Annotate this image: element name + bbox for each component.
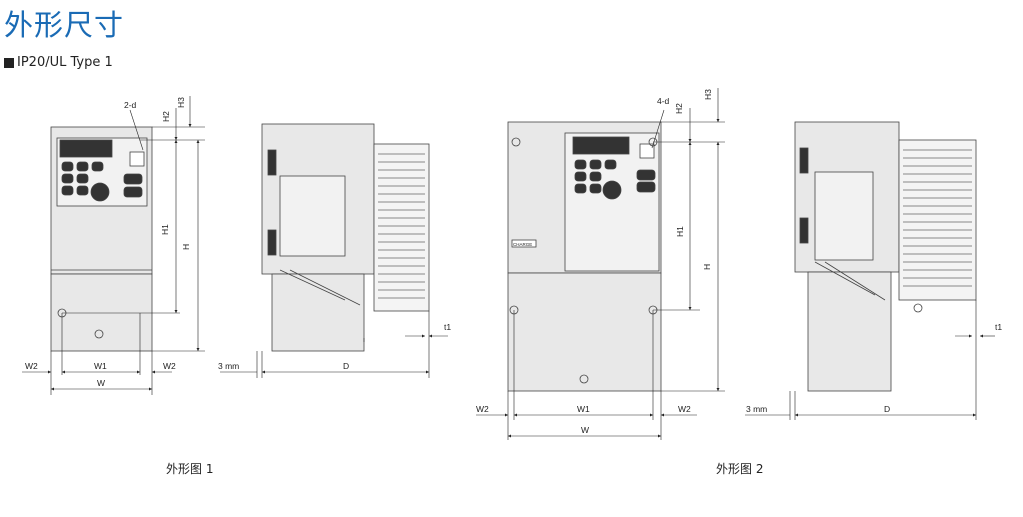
fig2-label-w: W: [581, 425, 589, 435]
fig2-label-w1: W1: [577, 404, 590, 414]
fig2-label-w2-right: W2: [678, 404, 691, 414]
figure1-side-view: [261, 123, 430, 352]
figure2-caption: 外形图 2: [716, 462, 764, 476]
fig1-label-w1: W1: [94, 361, 107, 371]
fig2-label-hole: 4-d: [657, 96, 670, 106]
figure1-caption: 外形图 1: [166, 462, 214, 476]
fig2-label-d: D: [884, 404, 890, 414]
figure2-front-view: [507, 121, 662, 392]
figure2-front-dimensions: [476, 88, 725, 440]
fig2-label-h1: H1: [675, 226, 685, 237]
bullet-square-icon: [4, 57, 14, 68]
fig2-label-h3: H3: [703, 89, 713, 100]
figure2-side-dimensions: [745, 300, 995, 420]
fig1-label-h3: H3: [176, 97, 186, 108]
fig1-label-hole: 2-d: [124, 100, 137, 110]
fig1-label-w2-left: W2: [25, 361, 38, 371]
fig1-label-h: H: [181, 244, 191, 250]
page-title: 外形尺寸: [4, 8, 125, 42]
fig1-label-h2: H2: [161, 111, 171, 122]
fig2-label-h2: H2: [674, 103, 684, 114]
fig2-charge-label: CHARGE: [513, 242, 532, 247]
figure1-front-view: [50, 126, 153, 352]
fig2-label-t1: t1: [995, 322, 1002, 332]
fig1-label-w: W: [97, 378, 105, 388]
fig1-label-t1: t1: [444, 322, 451, 332]
fig1-label-d: D: [343, 361, 349, 371]
fig1-label-h1: H1: [160, 224, 170, 235]
figure2-side-view: [794, 121, 977, 392]
figure1-side-dimensions: [220, 311, 448, 378]
fig1-label-clearance: 3 mm: [218, 361, 239, 371]
section-subtitle-text: IP20/UL Type 1: [17, 55, 113, 70]
fig2-label-h: H: [702, 264, 712, 270]
figure1-front-dimensions: [22, 96, 205, 395]
fig2-label-clearance: 3 mm: [746, 404, 767, 414]
fig2-label-w2-left: W2: [476, 404, 489, 414]
fig1-label-w2-right: W2: [163, 361, 176, 371]
section-subtitle: IP20/UL Type 1: [4, 55, 113, 70]
